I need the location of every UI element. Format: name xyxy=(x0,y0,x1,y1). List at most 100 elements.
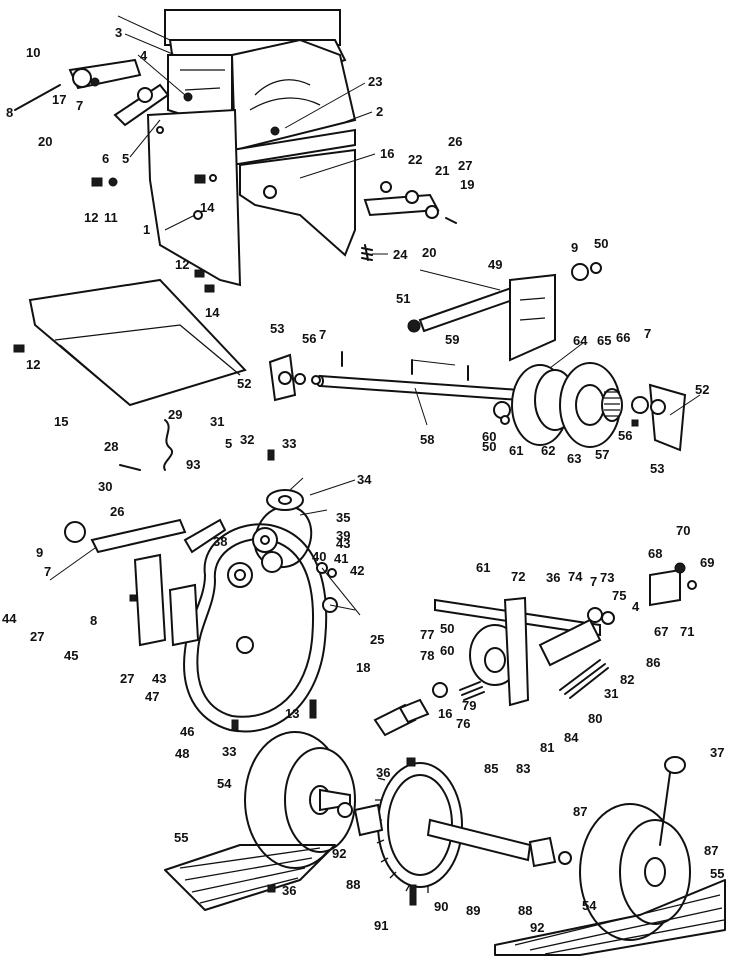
callout-54a: 54 xyxy=(217,776,232,791)
axle-assembly xyxy=(268,262,687,452)
callout-4: 4 xyxy=(140,48,148,63)
callout-61a: 61 xyxy=(509,443,523,458)
callout-14b: 14 xyxy=(205,305,220,320)
callout-29: 29 xyxy=(168,407,182,422)
callout-56b: 56 xyxy=(618,428,632,443)
callout-33a: 33 xyxy=(282,436,296,451)
callout-92a: 92 xyxy=(332,846,346,861)
callout-36c: 36 xyxy=(282,883,296,898)
callout-72: 72 xyxy=(511,569,525,584)
callout-labels: 10 3 4 23 2 8 17 7 20 6 5 16 26 22 21 27… xyxy=(2,25,724,935)
callout-81: 81 xyxy=(540,740,554,755)
callout-43a: 43 xyxy=(336,536,350,551)
callout-71: 71 xyxy=(680,624,694,639)
callout-12b: 12 xyxy=(175,257,189,272)
callout-90: 90 xyxy=(434,899,448,914)
callout-31a: 31 xyxy=(210,414,224,429)
callout-7: 7 xyxy=(76,98,83,113)
callout-7c: 7 xyxy=(44,564,51,579)
callout-61b: 61 xyxy=(476,560,490,575)
callout-80: 80 xyxy=(588,711,602,726)
callout-12a: 12 xyxy=(84,210,98,225)
callout-57: 57 xyxy=(595,447,609,462)
callout-52b: 52 xyxy=(695,382,709,397)
callout-64: 64 xyxy=(573,333,588,348)
callout-28: 28 xyxy=(104,439,118,454)
callout-89: 89 xyxy=(466,903,480,918)
wheel-assembly xyxy=(164,731,726,956)
callout-7b: 7 xyxy=(644,326,651,341)
callout-73: 73 xyxy=(600,570,614,585)
callout-49: 49 xyxy=(488,257,502,272)
callout-46: 46 xyxy=(180,724,194,739)
callout-77: 77 xyxy=(420,627,434,642)
callout-58: 58 xyxy=(420,432,434,447)
callout-88b: 88 xyxy=(518,903,532,918)
callout-25: 25 xyxy=(370,632,384,647)
callout-33b: 33 xyxy=(222,744,236,759)
callout-65: 65 xyxy=(597,333,611,348)
callout-8: 8 xyxy=(6,105,13,120)
clutch-assembly xyxy=(373,562,697,737)
callout-18: 18 xyxy=(356,660,370,675)
callout-23: 23 xyxy=(368,74,382,89)
callout-35: 35 xyxy=(336,510,350,525)
callout-66: 66 xyxy=(616,330,630,345)
callout-20b: 20 xyxy=(422,245,436,260)
callout-83: 83 xyxy=(516,761,530,776)
callout-6: 6 xyxy=(102,151,109,166)
callout-39: 39 xyxy=(336,528,350,543)
callout-47: 47 xyxy=(145,689,159,704)
callout-76: 76 xyxy=(456,716,470,731)
callout-11: 11 xyxy=(104,210,118,225)
callout-52a: 52 xyxy=(237,376,251,391)
callout-86: 86 xyxy=(646,655,660,670)
callout-7a: 7 xyxy=(319,327,326,342)
callout-84: 84 xyxy=(564,730,579,745)
callout-2: 2 xyxy=(376,104,383,119)
callout-27: 27 xyxy=(458,158,472,173)
callout-42: 42 xyxy=(350,563,364,578)
callout-59: 59 xyxy=(445,332,459,347)
callout-10: 10 xyxy=(26,45,40,60)
callout-24: 24 xyxy=(393,247,408,262)
callout-37: 37 xyxy=(710,745,724,760)
callout-4b: 4 xyxy=(632,599,640,614)
callout-88a: 88 xyxy=(346,877,360,892)
callout-53a: 53 xyxy=(270,321,284,336)
callout-16: 16 xyxy=(380,146,394,161)
callout-85: 85 xyxy=(484,761,498,776)
callout-55a: 55 xyxy=(174,830,188,845)
callout-9a: 9 xyxy=(571,240,578,255)
callout-40: 40 xyxy=(312,549,326,564)
callout-8b: 8 xyxy=(90,613,97,628)
callout-43b: 43 xyxy=(152,671,166,686)
callout-70: 70 xyxy=(676,523,690,538)
leader-lines xyxy=(49,15,701,616)
callout-3: 3 xyxy=(115,25,122,40)
callout-15: 15 xyxy=(54,414,68,429)
callout-1: 1 xyxy=(143,222,150,237)
callout-79: 79 xyxy=(462,698,476,713)
callout-34: 34 xyxy=(357,472,372,487)
callout-36a: 36 xyxy=(546,570,560,585)
callout-87a: 87 xyxy=(573,804,587,819)
callout-31b: 31 xyxy=(604,686,618,701)
callout-62: 62 xyxy=(541,443,555,458)
callout-78: 78 xyxy=(420,648,434,663)
callout-55b: 55 xyxy=(710,866,724,881)
callout-21: 21 xyxy=(435,163,449,178)
callout-13: 13 xyxy=(285,706,299,721)
callout-22: 22 xyxy=(408,152,422,167)
callout-19: 19 xyxy=(460,177,474,192)
callout-68: 68 xyxy=(648,546,662,561)
callout-36b: 36 xyxy=(376,765,390,780)
belt-drive-assembly xyxy=(64,419,338,733)
callout-48: 48 xyxy=(175,746,189,761)
callout-93: 93 xyxy=(186,457,200,472)
callout-63: 63 xyxy=(567,451,581,466)
callout-54b: 54 xyxy=(582,898,597,913)
callout-60b: 60 xyxy=(440,643,454,658)
